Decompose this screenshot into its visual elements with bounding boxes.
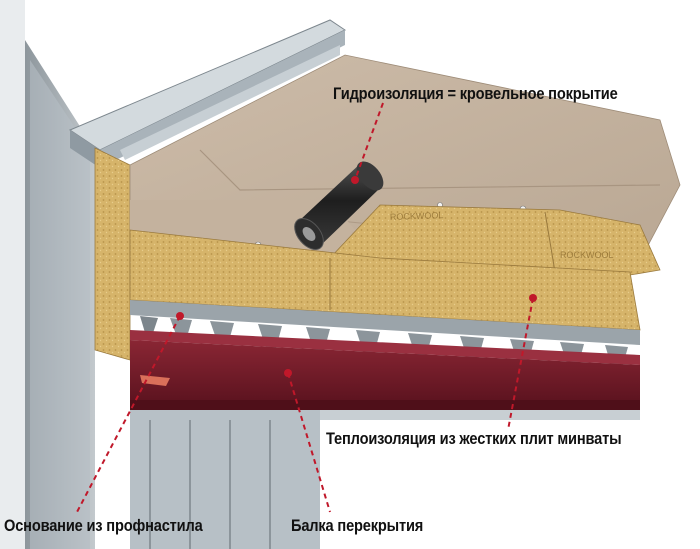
floor-beam [130, 330, 640, 410]
leader-insulation [507, 297, 534, 431]
underside-structure [130, 375, 640, 549]
label-base: Основание из профнастила [4, 516, 203, 535]
leader-dots [176, 176, 537, 377]
membrane-roll [294, 161, 384, 250]
label-waterproofing: Гидроизоляция = кровельное покрытие [333, 84, 618, 103]
label-insulation: Теплоизоляция из жестких плит минваты [326, 429, 622, 448]
svg-text:ROCKWOOL: ROCKWOOL [560, 250, 614, 260]
label-beam: Балка перекрытия [291, 516, 424, 535]
leader-beam [287, 372, 331, 513]
leader-lines [76, 102, 534, 513]
leader-waterproofing [354, 102, 384, 181]
leader-base [76, 315, 181, 513]
mineral-wool-layer [129, 229, 641, 331]
svg-text:ROCKWOOL: ROCKWOOL [390, 210, 444, 222]
building-wall [0, 0, 95, 549]
mineral-wool-boards-top: ROCKWOOL ROCKWOOL [329, 204, 661, 276]
parapet-insulation [94, 147, 131, 361]
parapet-flashing [68, 19, 347, 190]
